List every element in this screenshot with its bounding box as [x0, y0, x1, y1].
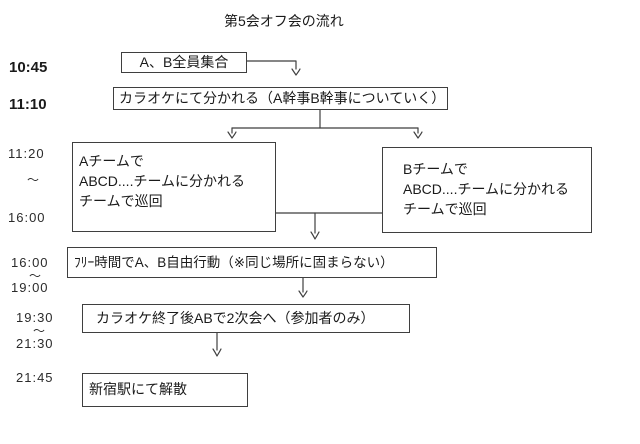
time-label-teams-end: 16:00 [8, 210, 46, 225]
arrow-teams-to-free [275, 212, 383, 240]
time-range-separator: ～ [33, 324, 47, 338]
arrow-gather-to-split [246, 60, 301, 76]
time-label-gather: 10:45 [9, 59, 48, 76]
team-b-line1: Bチームで [403, 161, 468, 177]
time-label-split: 11:10 [9, 96, 47, 113]
flow-node-team-b: Bチームで ABCD....チームに分かれる チームで巡回 [382, 147, 592, 233]
arrow-free-to-afterparty [298, 277, 308, 298]
flow-node-disband: 新宿駅にて解散 [82, 373, 248, 407]
diagram-title: 第5会オフ会の流れ [224, 13, 344, 29]
time-label-afterparty-end: 21:30 [16, 336, 54, 351]
team-b-line3: チームで巡回 [403, 201, 487, 217]
time-label-disband: 21:45 [16, 370, 54, 385]
team-a-line3: チームで巡回 [79, 193, 163, 209]
team-a-line1: Aチームで [79, 153, 144, 169]
time-range-separator: ～ [27, 173, 41, 187]
time-label-free-start: 16:00 [11, 255, 49, 270]
time-label-teams-start: 11:20 [8, 146, 45, 161]
flow-node-team-a: Aチームで ABCD....チームに分かれる チームで巡回 [72, 142, 276, 232]
time-label-free-end: 19:00 [11, 280, 49, 295]
flow-node-karaoke-split: カラオケにて分かれる（A幹事B幹事についていく） [113, 87, 448, 110]
time-label-afterparty-start: 19:30 [16, 310, 54, 325]
flow-node-afterparty: カラオケ終了後ABで2次会へ（参加者のみ） [82, 304, 410, 333]
time-range-separator: ～ [29, 269, 43, 283]
flow-node-gather: A、B全員集合 [121, 52, 247, 73]
branch-split-to-teams [227, 109, 423, 139]
team-a-line2: ABCD....チームに分かれる [79, 173, 246, 189]
flow-node-free-time: ﾌﾘｰ時間でA、B自由行動（※同じ場所に固まらない） [67, 247, 437, 278]
arrow-afterparty-to-disband [212, 332, 222, 357]
team-b-line2: ABCD....チームに分かれる [403, 181, 570, 197]
